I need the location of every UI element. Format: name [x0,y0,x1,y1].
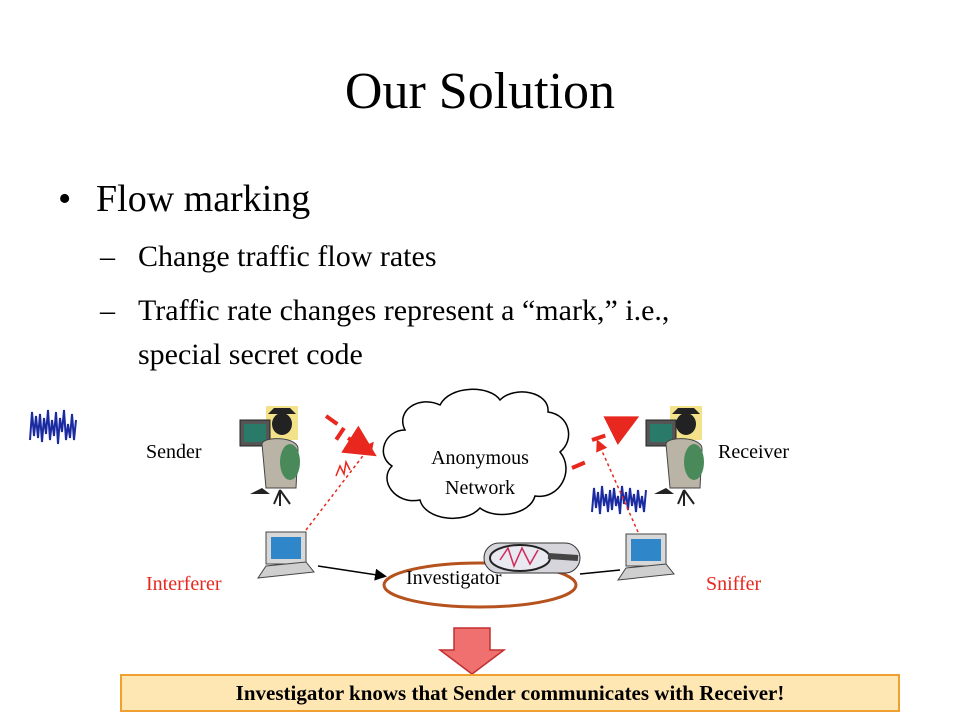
sniffer-to-investigator-link [579,569,621,575]
interference-signal-icon [335,459,351,477]
traffic-waveform-sender [29,409,77,445]
receiver-label: Receiver [718,441,790,463]
traffic-waveform-receiver [591,485,647,515]
sniff-line [596,439,639,533]
marked-flow-receiver [571,420,632,470]
bullet-symbol: • [58,178,72,220]
investigator-ellipse [382,561,578,609]
conclusion-text: Investigator knows that Sender communica… [235,680,785,705]
interference-line [305,441,374,531]
subbullet-1: –Change traffic flow rates [100,238,437,276]
subbullet-2-text: Traffic rate changes represent a “mark,”… [138,294,670,327]
conclusion-banner: Investigator knows that Sender communica… [120,674,900,712]
slide-title: Our Solution [344,63,616,120]
subbullet-2-continuation: special secret code [138,338,363,371]
magnifier-icon [483,542,581,574]
sniffer-label: Sniffer [706,573,762,595]
bullet-flow-marking: • Flow marking [58,176,310,222]
conclusion-down-arrow [437,627,507,675]
investigator-label: Investigator [406,567,502,589]
marked-flow-sender [324,414,370,452]
receiver-person-icon [645,406,704,506]
cloud-label-line1: Anonymous [431,447,529,469]
cloud-label-line2: Network [445,477,515,499]
subbullet-1-text: Change traffic flow rates [138,240,437,273]
interferer-label: Interferer [146,573,222,595]
bullet-text: Flow marking [96,178,311,220]
cloud-label: Anonymous Network [405,443,555,503]
anonymous-network-cloud [382,388,570,520]
sender-label: Sender [146,441,202,463]
interferer-to-investigator-link [317,565,387,581]
dash-symbol: – [100,240,115,273]
interferer-laptop-icon [256,531,315,579]
sender-person-icon [239,406,300,506]
sniffer-laptop-icon [616,533,675,581]
dash-symbol: – [100,294,115,327]
subbullet-2: –Traffic rate changes represent a “mark,… [100,292,669,330]
